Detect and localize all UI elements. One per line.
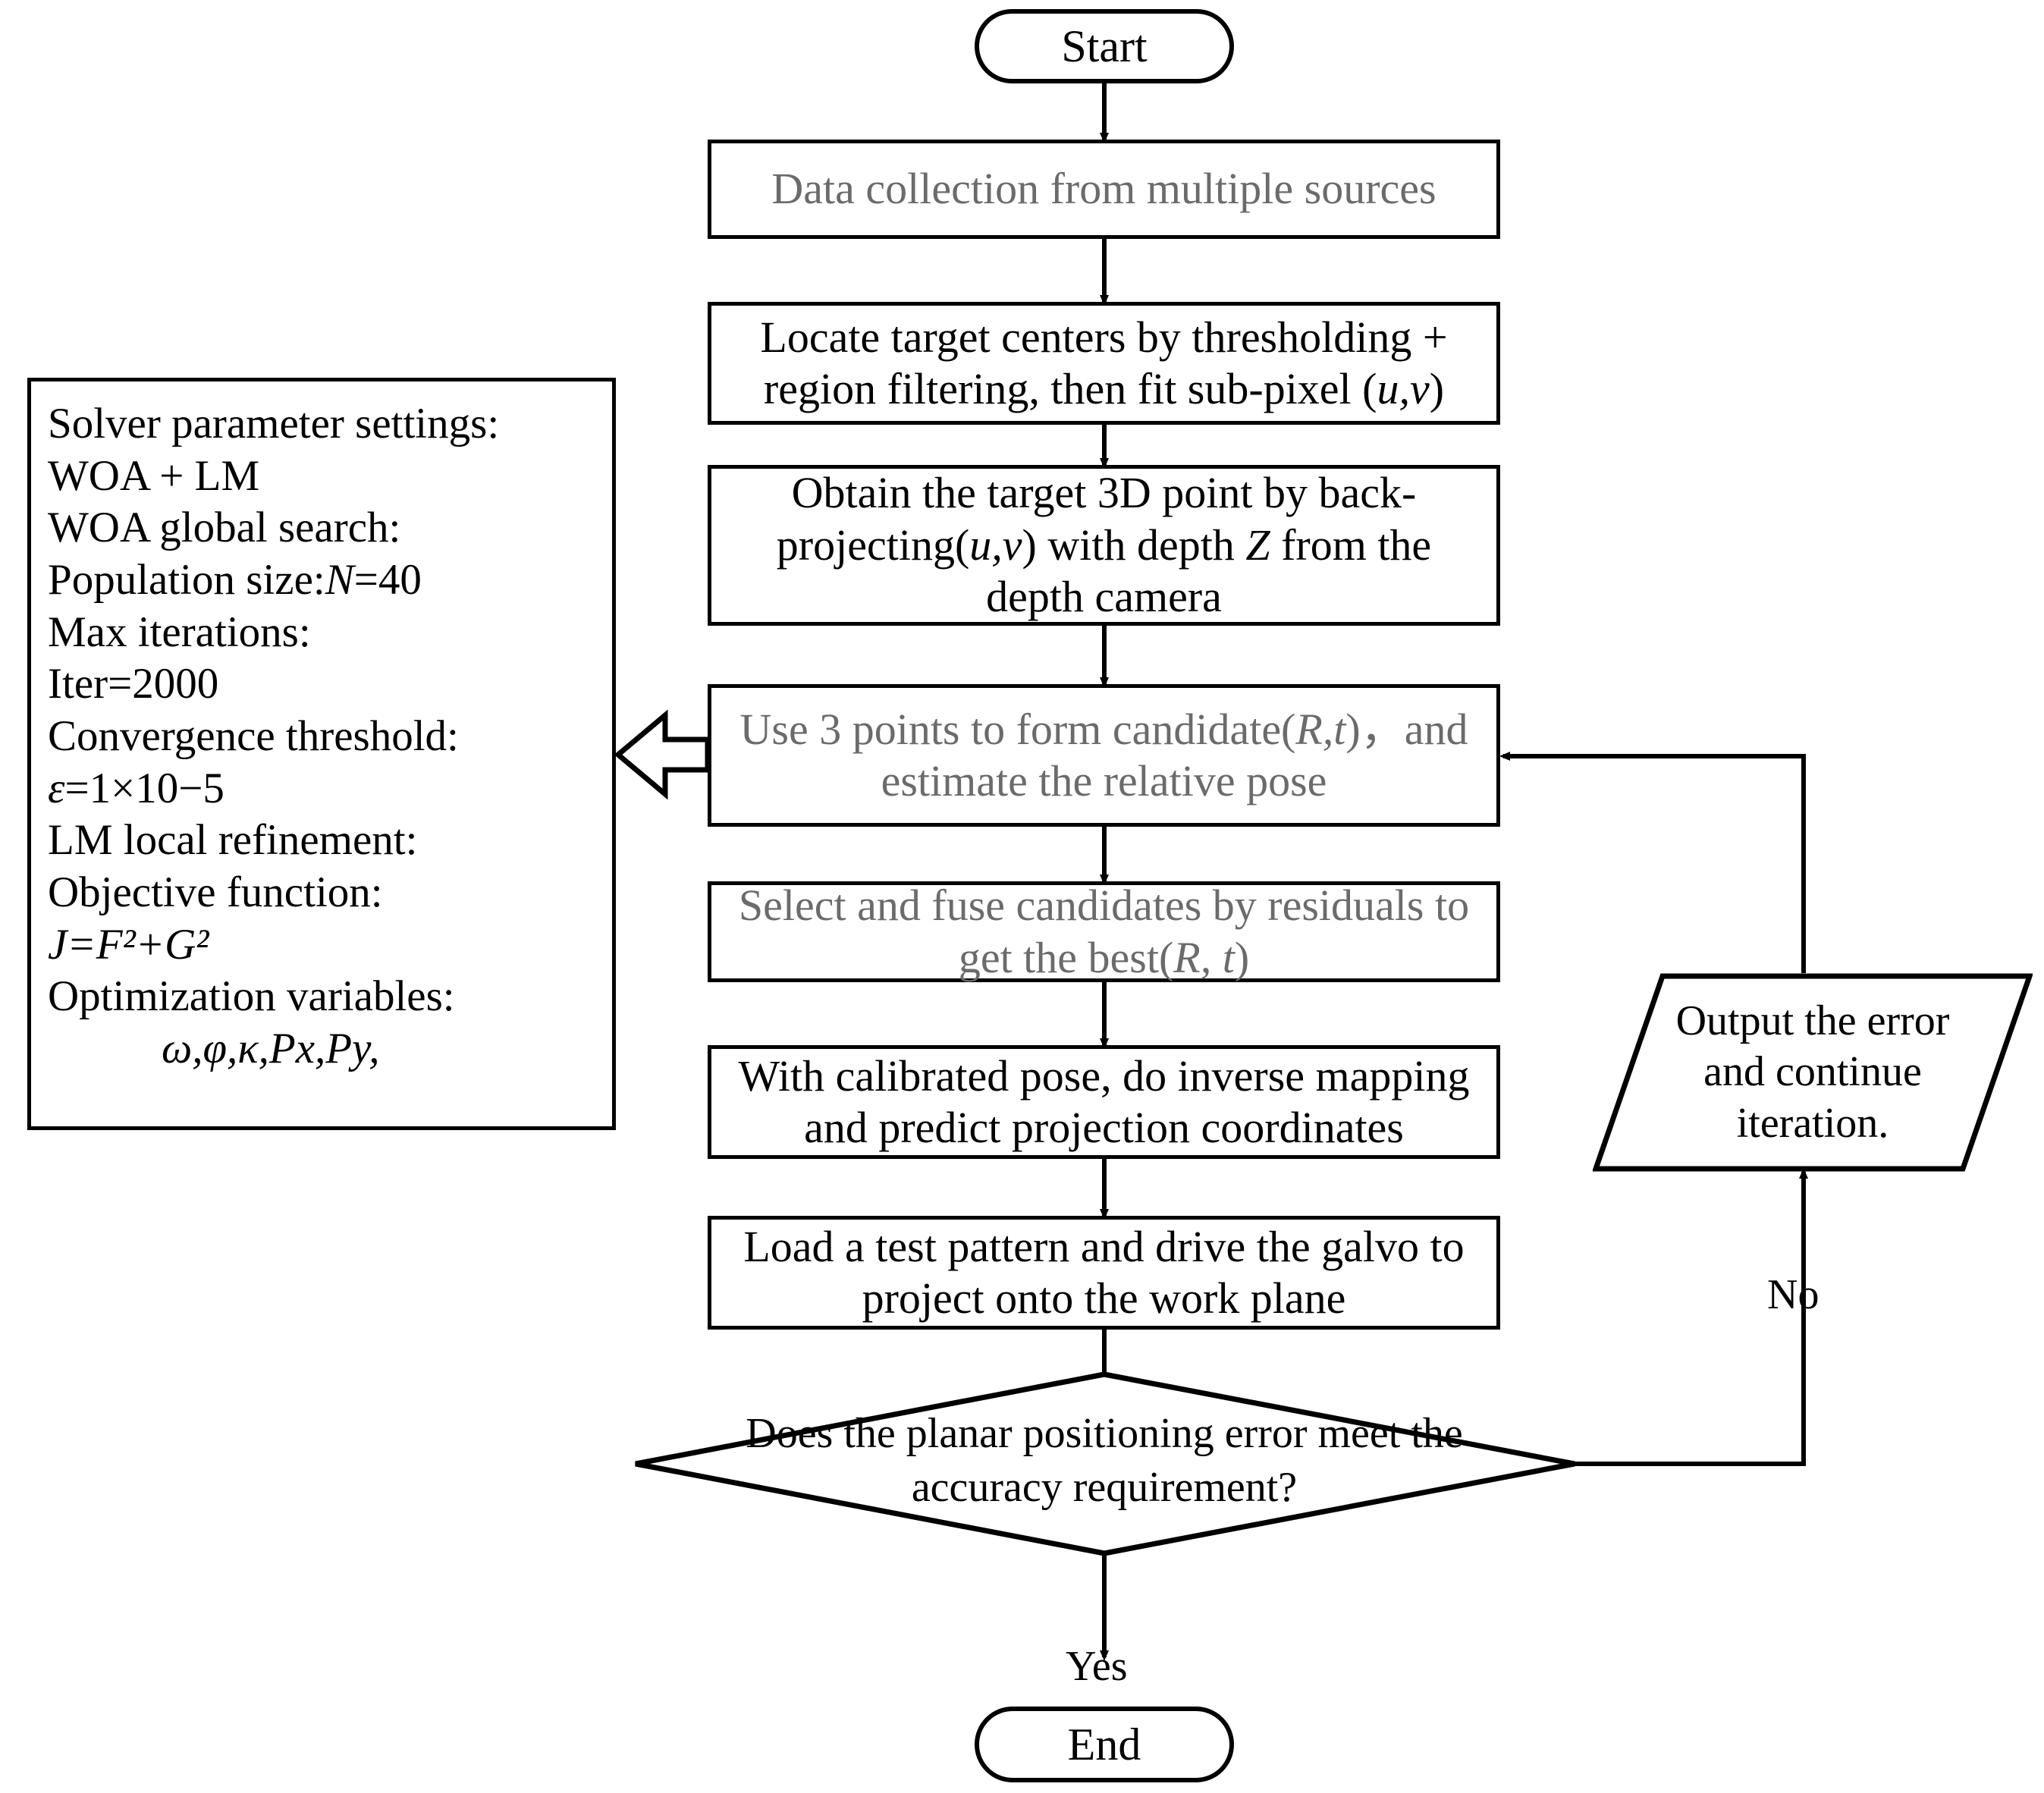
param-line-7-math: ε: [48, 764, 65, 812]
node-inverse-mapping[interactable]: With calibrated pose, do inverse mapping…: [708, 1045, 1500, 1159]
locate-line2-pre: region filtering, then fit sub-pixel (: [763, 364, 1377, 413]
param-line-11: Optimization variables:: [48, 972, 455, 1021]
parallelogram-shape: [1593, 973, 2033, 1172]
candidate-line1-pre: Use 3 points to form candidate(: [739, 704, 1296, 754]
locate-line2-math: u,v: [1377, 364, 1430, 413]
backproject-line1: Obtain the target 3D point by back-: [791, 468, 1417, 518]
backproject-line3: depth camera: [986, 572, 1222, 622]
node-end-label: End: [1067, 1719, 1141, 1769]
param-line-1: WOA + LM: [48, 451, 260, 500]
node-backproject-label: Obtain the target 3D point by back-proje…: [766, 467, 1442, 623]
backproject-line2-post: from the: [1270, 520, 1432, 570]
param-line-7-tail: =1×10−5: [64, 764, 224, 812]
node-backproject[interactable]: Obtain the target 3D point by back-proje…: [708, 465, 1500, 626]
inverse-line2: and predict projection coordinates: [804, 1103, 1404, 1152]
node-test-pattern-label: Load a test pattern and drive the galvo …: [733, 1221, 1474, 1325]
param-line-10-math: J=F²+G²: [48, 920, 209, 969]
solver-parameter-box: Solver parameter settings: WOA + LM WOA …: [27, 378, 616, 1130]
node-candidate-pose[interactable]: Use 3 points to form candidate(R,t)，and e…: [708, 684, 1500, 827]
param-line-5: Iter=2000: [48, 660, 219, 708]
candidate-line1-post: )，and: [1345, 704, 1468, 754]
locate-line1: Locate target centers by thresholding +: [760, 312, 1448, 362]
node-start-label: Start: [1061, 20, 1148, 71]
param-line-6: Convergence threshold:: [48, 712, 459, 761]
node-decision-label: Does the planar positioning error meet t…: [649, 1407, 1559, 1514]
param-line-3-math: N: [325, 556, 354, 604]
param-line-7: ε=1×10−5: [48, 763, 612, 815]
backproject-line2-math2: Z: [1245, 520, 1270, 570]
param-line-8: LM local refinement:: [48, 816, 418, 865]
param-line-3: Population size:N=40: [48, 554, 612, 607]
backproject-line2-mid: ) with depth: [1022, 520, 1246, 570]
backproject-line2-math: u,v: [969, 520, 1022, 570]
node-test-pattern[interactable]: Load a test pattern and drive the galvo …: [708, 1216, 1500, 1330]
param-line-3-tail: =40: [353, 556, 422, 604]
fuse-line2-post: ): [1234, 932, 1250, 982]
fuse-line1: Select and fuse candidates by residuals …: [738, 881, 1470, 931]
edge-label-yes: Yes: [1066, 1643, 1128, 1690]
decision-line1: Does the planar positioning error meet t…: [746, 1410, 1463, 1457]
param-line-10: J=F²+G²: [48, 919, 612, 972]
edge-output-to-candidate: [1499, 752, 1806, 973]
output-line3: iteration.: [1736, 1099, 1889, 1147]
candidate-line1-math: R,t: [1295, 704, 1346, 754]
node-end[interactable]: End: [975, 1707, 1234, 1782]
output-line2: and continue: [1703, 1048, 1922, 1096]
param-line-9: Objective function:: [48, 868, 383, 917]
locate-line2-post: ): [1429, 364, 1445, 413]
fuse-line2-pre: get the best(: [958, 932, 1174, 982]
param-line-2: WOA global search:: [48, 504, 401, 552]
param-line-12: ω,φ,κ,Px,Py,: [48, 1023, 612, 1075]
param-line-12-math: ω,φ,κ,Px,Py,: [162, 1025, 380, 1073]
param-line-4: Max iterations:: [48, 608, 311, 656]
testpattern-line2: project onto the work plane: [862, 1273, 1346, 1323]
param-line-0: Solver parameter settings:: [48, 400, 500, 447]
node-locate-targets-label: Locate target centers by thresholding +r…: [749, 312, 1458, 416]
node-start[interactable]: Start: [975, 9, 1234, 83]
param-line-3-label: Population size:: [48, 556, 325, 604]
edge-label-no: No: [1767, 1271, 1820, 1318]
node-output-error-label: Output the error and continue iteration.: [1593, 973, 2033, 1172]
decision-line2: accuracy requirement?: [911, 1463, 1298, 1511]
candidate-line2: estimate the relative pose: [881, 756, 1327, 805]
node-inverse-mapping-label: With calibrated pose, do inverse mapping…: [727, 1050, 1480, 1154]
node-data-collection[interactable]: Data collection from multiple sources: [708, 140, 1500, 239]
node-data-collection-label: Data collection from multiple sources: [771, 164, 1436, 214]
block-arrow-to-params: [614, 709, 711, 800]
backproject-line2-pre: projecting(: [776, 520, 970, 570]
fuse-line2-math: R, t: [1173, 932, 1235, 982]
inverse-line1: With calibrated pose, do inverse mapping: [738, 1050, 1470, 1101]
node-select-fuse-label: Select and fuse candidates by residuals …: [728, 880, 1480, 984]
output-line1: Output the error: [1675, 997, 1950, 1045]
node-output-error[interactable]: Output the error and continue iteration.: [1593, 973, 2033, 1172]
node-select-fuse[interactable]: Select and fuse candidates by residuals …: [708, 881, 1500, 982]
node-candidate-pose-label: Use 3 points to form candidate(R,t)，and e…: [730, 704, 1479, 808]
node-locate-targets[interactable]: Locate target centers by thresholding +r…: [708, 302, 1500, 425]
testpattern-line1: Load a test pattern and drive the galvo …: [743, 1221, 1465, 1271]
